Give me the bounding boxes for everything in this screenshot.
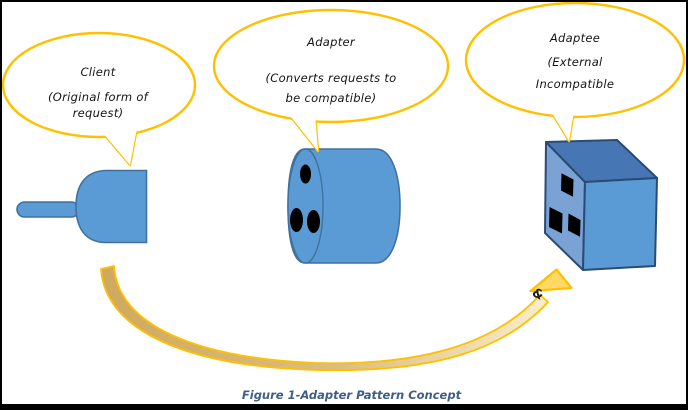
page-border-top [0,0,688,2]
box-socket-hole-top [561,173,574,197]
adaptee-box-shape [544,139,658,271]
client-bubble-tail-join [103,128,137,165]
client-bubble-line2: (Original form of [48,90,148,104]
adaptee-speech-bubble [464,1,686,143]
client-bubble-title: Client [80,65,116,79]
adaptee-bubble-tail-join [546,103,575,141]
client-plug-shape [16,169,148,244]
page-border-bottom [0,404,688,410]
cylinder-face [287,148,324,264]
adapter-bubble-line2: (Converts requests to [265,71,397,85]
adaptee-bubble-line3: Incompatible [535,77,615,91]
plug-body [75,169,148,244]
cylinder-hole-left [290,208,303,232]
adapter-bubble-title: Adapter [307,35,355,49]
adaptee-bubble-body [464,1,686,119]
box-socket-hole-right [568,213,581,237]
arrow-band [100,265,549,372]
adaptee-bubble-line2: (External [547,55,603,69]
cylinder-hole-top [300,164,311,184]
cylinder-hole-right [307,210,320,233]
adapter-speech-bubble [212,8,450,153]
arrow-head [529,268,573,293]
adapter-bubble-body [212,8,450,124]
caption-bar: Figure 1-Adapter Pattern Concept [213,384,490,406]
client-speech-bubble [1,31,197,167]
box-right-face [582,177,658,271]
adaptee-bubble-title: Adaptee [549,31,601,45]
adapter-bubble-tail-join [291,114,318,151]
box-socket-hole-left [549,207,563,234]
client-bubble-line3: request) [72,106,124,120]
figure-caption: Figure 1-Adapter Pattern Concept [241,388,462,402]
client-bubble-body [1,31,197,139]
adapter-bubble-line3: be compatible) [285,91,377,105]
plug-cord [16,201,80,218]
page-border-right [686,0,688,410]
page-border-left [0,0,2,410]
curved-arrow [100,265,573,372]
adapter-cylinder-shape [287,148,401,264]
